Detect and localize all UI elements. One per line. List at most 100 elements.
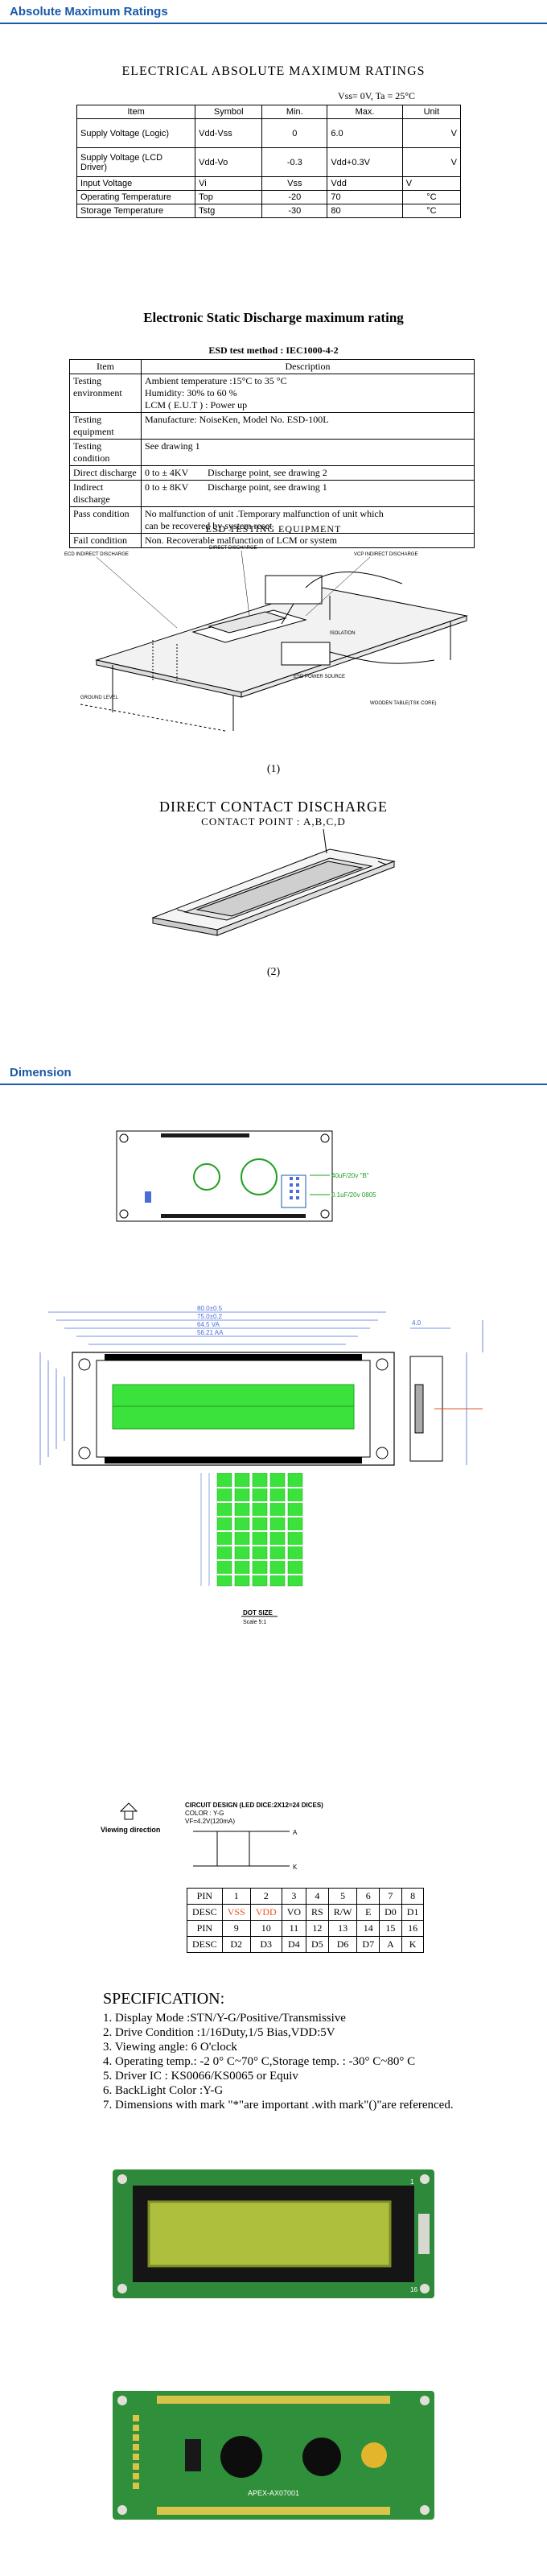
pin-cell: D1 — [401, 1904, 425, 1921]
table-cell: -30 — [261, 204, 328, 218]
table-cell: -0.3 — [261, 147, 328, 177]
table-cell: Manufacture: NoiseKen, Model No. ESD-100… — [141, 412, 475, 440]
spec-item: 5. Driver IC : KS0066/KS0065 or Equiv — [103, 2070, 298, 2083]
table-cell: Ambient temperature :15°C to 35 °C Humid… — [141, 374, 475, 413]
pin-cell: 2 — [249, 1888, 282, 1905]
drawing2-subtitle: CONTACT POINT : A,B,C,D — [201, 815, 346, 828]
pin-cell: 15 — [379, 1920, 402, 1937]
svg-text:80.0±0.5: 80.0±0.5 — [197, 1305, 223, 1312]
pin-cell: VSS — [221, 1904, 251, 1921]
pin-cell: 7 — [379, 1888, 402, 1905]
pin-cell: D4 — [281, 1936, 307, 1953]
table-row: Supply Voltage (LCD Driver) Vdd-Vo -0.3 … — [76, 147, 462, 177]
table-row: Testing condition See drawing 1 — [69, 439, 475, 466]
pcb-back-drawing: 40uF/20v "B" 0.1uF/20v 0805 — [116, 1130, 376, 1222]
pin-cell: 4 — [306, 1888, 329, 1905]
table-row: Indirect discharge 0 to ± 8KV Discharge … — [69, 480, 475, 507]
table-cell: Tstg — [195, 204, 263, 218]
table-cell: Storage Temperature — [76, 204, 196, 218]
table-cell: Non. Recoverable malfunction of LCM or s… — [141, 533, 475, 548]
table-cell: Vdd-Vss — [195, 118, 263, 148]
svg-text:A: A — [293, 1829, 298, 1836]
section-header-amr: Absolute Maximum Ratings — [0, 2, 547, 24]
table-cell: V — [401, 176, 462, 191]
table-row: Operating Temperature Top -20 70 °C — [76, 190, 462, 204]
circuit-vf: VF=4.2V(120mA) — [185, 1818, 235, 1825]
svg-text:K: K — [293, 1864, 298, 1871]
pin-row: PIN 1 2 3 4 5 6 7 8 — [187, 1888, 425, 1905]
table-cell: V — [401, 118, 462, 148]
pin-cell: D0 — [379, 1904, 402, 1921]
pin-cell: 10 — [249, 1920, 282, 1937]
svg-text:75.0±0.2: 75.0±0.2 — [197, 1313, 223, 1320]
pin-cell: PIN — [187, 1920, 223, 1937]
pin-cell: VO — [281, 1904, 307, 1921]
table-cell: Operating Temperature — [76, 190, 196, 204]
table-cell: Top — [195, 190, 263, 204]
pin-cell: 5 — [327, 1888, 358, 1905]
pin-cell: PIN — [187, 1888, 223, 1905]
pin-cell: 14 — [356, 1920, 380, 1937]
drawing1-title: ESD TESTING EQUIPMENT — [205, 523, 342, 535]
circuit-drawing: Viewing direction CIRCUIT DESIGN (LED DI… — [101, 1802, 323, 1871]
svg-text:4.0: 4.0 — [412, 1319, 422, 1327]
table-cell: Vdd-Vo — [195, 147, 263, 177]
pin-cell: D2 — [221, 1936, 251, 1953]
table-cell: Testing condition — [69, 439, 142, 466]
table-cell: Testing equipment — [69, 412, 142, 440]
table-cell: Supply Voltage (LCD Driver) — [76, 147, 196, 177]
lcd-front-photo: 1 16 — [113, 2169, 434, 2298]
pin-cell: 9 — [221, 1920, 251, 1937]
section-title: Dimension — [10, 1066, 72, 1080]
amr-condition: Vss= 0V, Ta = 25°C — [338, 90, 416, 101]
esd-method: ESD test method : IEC1000-4-2 — [208, 345, 339, 356]
table-cell: Supply Voltage (Logic) — [76, 118, 196, 148]
esd-table: Item Description Testing environment Amb… — [69, 359, 475, 548]
table-cell: -20 — [261, 190, 328, 204]
pin-cell: RS — [306, 1904, 329, 1921]
spec-item: 6. BackLight Color :Y-G — [103, 2084, 224, 2097]
lcd-contact-drawing — [151, 829, 396, 936]
pin-cell: K — [401, 1936, 425, 1953]
pcb-label: 40uF/20v "B" — [331, 1172, 369, 1179]
pin-cell: DESC — [187, 1904, 223, 1921]
lcd-back-photo: APEX-AX07001 — [113, 2391, 434, 2520]
table-cell: See drawing 1 — [141, 439, 475, 466]
header-cell: Item — [69, 359, 142, 374]
table-row: Direct discharge 0 to ± 4KV Discharge po… — [69, 465, 475, 481]
pin-row: DESC D2 D3 D4 D5 D6 D7 A K — [187, 1936, 425, 1953]
table-cell: 0 to ± 4KV Discharge point, see drawing … — [141, 465, 475, 481]
drawing-label: DIRECT DISCHARGE — [209, 546, 257, 551]
table-row: Testing environment Ambient temperature … — [69, 374, 475, 413]
table-header-row: Item Symbol Min. Max. Unit — [76, 105, 462, 119]
spec-item: 7. Dimensions with mark "*"are important… — [103, 2099, 454, 2112]
header-cell: Item — [76, 105, 196, 119]
header-cell: Max. — [327, 105, 403, 119]
drawing-label: GROUND LEVEL — [80, 696, 119, 700]
pin-cell: A — [379, 1936, 402, 1953]
table-cell: Testing environment — [69, 374, 142, 413]
desc-line: No malfunction of unit .Temporary malfun… — [145, 508, 384, 519]
table-cell: Vdd — [327, 176, 403, 191]
spec-item: 3. Viewing angle: 6 O'clock — [103, 2041, 237, 2054]
drawing1-caption: (1) — [266, 763, 281, 775]
amr-table: Item Symbol Min. Max. Unit Supply Voltag… — [76, 105, 462, 218]
header-cell: Unit — [401, 105, 462, 119]
table-row: Supply Voltage (Logic) Vdd-Vss 0 6.0 V — [76, 118, 462, 148]
table-cell: No malfunction of unit .Temporary malfun… — [141, 506, 475, 534]
header-cell: Min. — [261, 105, 328, 119]
pin-table: PIN 1 2 3 4 5 6 7 8 DESC VSS VDD VO RS R… — [187, 1888, 425, 1953]
specification-block: SPECIFICATION: 1. Display Mode :STN/Y-G/… — [103, 1988, 454, 2112]
svg-text:56.21 AA: 56.21 AA — [197, 1329, 224, 1336]
section-title: Absolute Maximum Ratings — [10, 5, 168, 19]
pin-marker: 1 — [410, 2178, 414, 2186]
pin-cell: VDD — [249, 1904, 282, 1921]
pin-cell: 12 — [306, 1920, 329, 1937]
spec-item: 2. Drive Condition :1/16Duty,1/5 Bias,VD… — [103, 2026, 335, 2039]
pin-cell: 6 — [356, 1888, 380, 1905]
table-cell: 0 — [261, 118, 328, 148]
pin-cell: 13 — [327, 1920, 358, 1937]
table-cell: Vi — [195, 176, 263, 191]
pin-cell: 3 — [281, 1888, 307, 1905]
desc-line: Ambient temperature :15°C to 35 °C — [145, 375, 287, 386]
